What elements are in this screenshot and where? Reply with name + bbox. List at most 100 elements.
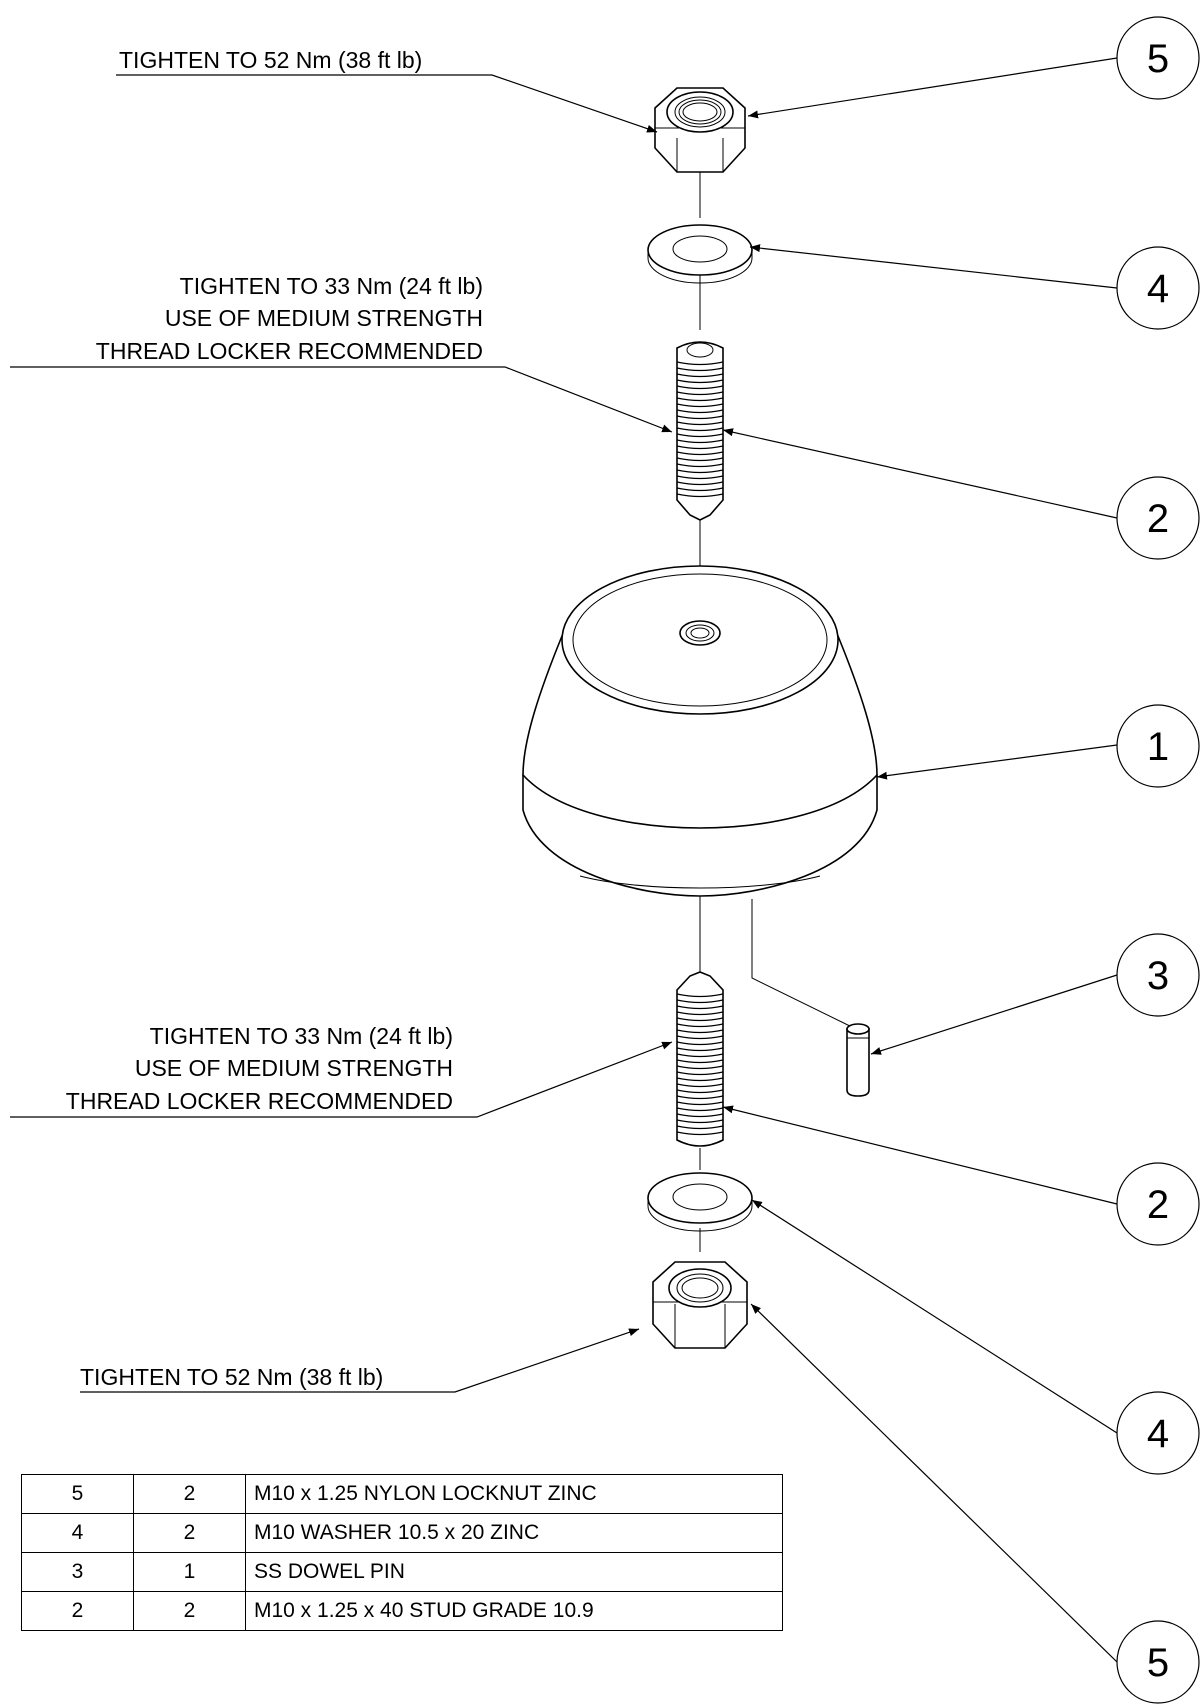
balloon-item-2-bottom: 2 [1116, 1162, 1200, 1246]
svg-text:1: 1 [1147, 725, 1169, 769]
thread-line [676, 409, 724, 414]
thread-line [676, 397, 724, 402]
thread-line [676, 469, 724, 474]
bom-qty-cell: 2 [133, 1591, 246, 1631]
thread-line [676, 439, 724, 444]
thread-line [676, 487, 724, 492]
rubber-mount [522, 565, 878, 897]
bom-description-cell: M10 WASHER 10.5 x 20 ZINC [245, 1513, 783, 1553]
thread-line [676, 1011, 724, 1016]
balloon-item-4-bottom: 4 [1116, 1391, 1200, 1475]
balloon-item-1: 1 [1116, 704, 1200, 788]
thread-line [676, 433, 724, 438]
top-locknut [654, 87, 746, 173]
bom-item-cell: 5 [21, 1474, 134, 1514]
thread-line [676, 373, 724, 378]
bom-qty-cell: 2 [133, 1513, 246, 1553]
dowel-pin [751, 899, 870, 1097]
bill-of-materials-table: 5 2 M10 x 1.25 NYLON LOCKNUT ZINC 4 2 M1… [21, 1474, 783, 1631]
svg-text:2: 2 [1147, 1183, 1169, 1227]
thread-line [676, 367, 724, 372]
torque-notes: TIGHTEN TO 52 Nm (38 ft lb) TIGHTEN TO 3… [66, 47, 483, 1390]
balloon-item-4-top: 4 [1116, 246, 1200, 330]
thread-line [676, 385, 724, 390]
thread-line [676, 403, 724, 408]
thread-line [676, 391, 724, 396]
bom-description-cell: SS DOWEL PIN [245, 1552, 783, 1592]
balloon-item-3: 3 [1116, 933, 1200, 1017]
svg-text:5: 5 [1147, 37, 1169, 81]
note-stud-top-line-1: TIGHTEN TO 33 Nm (24 ft lb) [180, 273, 483, 299]
thread-line [676, 1119, 724, 1124]
svg-text:5: 5 [1147, 1641, 1169, 1685]
thread-line [676, 1113, 724, 1118]
balloon-item-2-top: 2 [1116, 476, 1200, 560]
thread-line [676, 1041, 724, 1046]
thread-line [676, 999, 724, 1004]
leader-lines [10, 57, 1118, 1663]
thread-line [676, 1089, 724, 1094]
thread-line [676, 427, 724, 432]
thread-line [676, 379, 724, 384]
note-stud-bottom-line-3: THREAD LOCKER RECOMMENDED [66, 1088, 453, 1114]
thread-line [676, 1131, 724, 1136]
balloon-item-5-top: 5 [1116, 16, 1200, 100]
thread-line [676, 1005, 724, 1010]
bottom-locknut [652, 1261, 748, 1349]
balloon-item-5-bottom: 5 [1116, 1620, 1200, 1704]
thread-line [676, 481, 724, 486]
bottom-stud [676, 971, 724, 1147]
note-nut-top: TIGHTEN TO 52 Nm (38 ft lb) [119, 47, 422, 73]
bom-qty-cell: 2 [133, 1474, 246, 1514]
bom-description-cell: M10 x 1.25 x 40 STUD GRADE 10.9 [245, 1591, 783, 1631]
thread-line [676, 1035, 724, 1040]
balloons: 5 4 2 1 3 2 4 5 [1116, 16, 1200, 1704]
thread-line [676, 1083, 724, 1088]
thread-line [676, 1059, 724, 1064]
thread-line [676, 1053, 724, 1058]
thread-line [676, 463, 724, 468]
bom-row: 2 2 M10 x 1.25 x 40 STUD GRADE 10.9 [21, 1591, 783, 1631]
note-stud-bottom-line-1: TIGHTEN TO 33 Nm (24 ft lb) [150, 1023, 453, 1049]
thread-line [676, 1029, 724, 1034]
thread-line [676, 457, 724, 462]
thread-line [676, 415, 724, 420]
thread-line [676, 475, 724, 480]
note-stud-bottom-line-2: USE OF MEDIUM STRENGTH [135, 1055, 453, 1081]
thread-line [676, 445, 724, 450]
bottom-washer [647, 1172, 753, 1232]
bom-item-cell: 4 [21, 1513, 134, 1553]
thread-line [676, 1065, 724, 1070]
svg-text:3: 3 [1147, 954, 1169, 998]
bom-row: 4 2 M10 WASHER 10.5 x 20 ZINC [21, 1513, 783, 1553]
thread-line [676, 361, 724, 366]
thread-line [676, 1095, 724, 1100]
top-stud [676, 341, 724, 521]
thread-line [676, 1023, 724, 1028]
thread-line [676, 1107, 724, 1112]
thread-line [676, 451, 724, 456]
bom-row: 5 2 M10 x 1.25 NYLON LOCKNUT ZINC [21, 1474, 783, 1514]
bom-item-cell: 3 [21, 1552, 134, 1592]
thread-line [676, 1047, 724, 1052]
note-nut-bottom: TIGHTEN TO 52 Nm (38 ft lb) [80, 1364, 383, 1390]
svg-text:4: 4 [1147, 267, 1169, 311]
top-washer [647, 224, 753, 284]
bom-qty-cell: 1 [133, 1552, 246, 1592]
thread-line [676, 993, 724, 998]
thread-line [676, 1077, 724, 1082]
bom-item-cell: 2 [21, 1591, 134, 1631]
thread-line [676, 1071, 724, 1076]
thread-line [676, 1125, 724, 1130]
note-stud-top-line-3: THREAD LOCKER RECOMMENDED [96, 338, 483, 364]
bom-description-cell: M10 x 1.25 NYLON LOCKNUT ZINC [245, 1474, 783, 1514]
svg-text:2: 2 [1147, 497, 1169, 541]
thread-line [676, 421, 724, 426]
bom-row: 3 1 SS DOWEL PIN [21, 1552, 783, 1592]
note-stud-top-line-2: USE OF MEDIUM STRENGTH [165, 305, 483, 331]
thread-line [676, 1101, 724, 1106]
thread-line [676, 1017, 724, 1022]
thread-line [676, 493, 724, 498]
svg-text:4: 4 [1147, 1412, 1169, 1456]
